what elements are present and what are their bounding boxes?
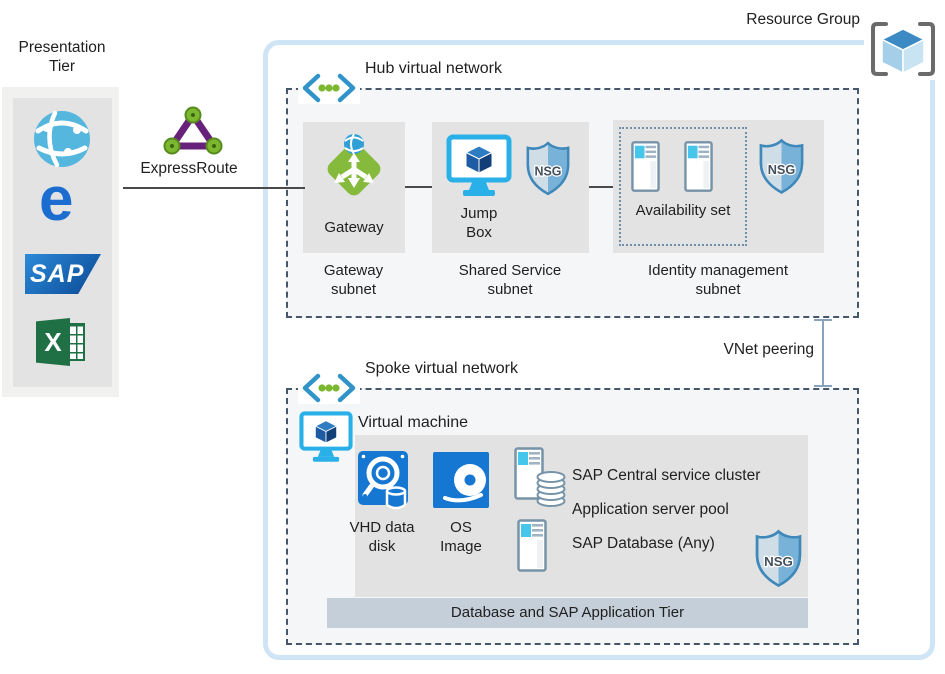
availability-set-box: [619, 127, 747, 246]
virtual-machine-label: Virtual machine: [358, 414, 468, 431]
server-icon-2: [684, 140, 713, 198]
hub-vnet-title: Hub virtual network: [365, 60, 502, 77]
server-icon-3: [517, 519, 547, 577]
vnet-peering-cap-bottom: [814, 385, 832, 387]
nsg-shield-icon-spoke: NSG: [754, 528, 803, 593]
server-database-icon: [514, 447, 566, 514]
excel-front: X: [36, 318, 70, 366]
nsg-label-identity: NSG: [768, 162, 796, 177]
spoke-vnet-title: Spoke virtual network: [365, 360, 518, 377]
tier-bar-label: Database and SAP Application Tier: [450, 604, 685, 621]
presentation-tier-title: Presentation Tier: [18, 39, 106, 75]
gateway-item-label: Gateway: [324, 219, 384, 236]
identity-subnet-label: Identity management subnet: [647, 262, 789, 298]
spoke-vnet-icon: [298, 372, 360, 404]
nsg-shield-icon-identity: NSG: [758, 136, 805, 201]
service-label-appserver: Application server pool: [572, 501, 729, 518]
nsg-shield-icon-shared: NSG: [525, 139, 571, 202]
vnet-peering-cap-top: [814, 319, 832, 321]
nsg-label-spoke: NSG: [764, 554, 793, 569]
resource-group-icon: [864, 18, 942, 80]
connector-shared-identity: [589, 186, 613, 188]
shared-service-subnet-label: Shared Service subnet: [458, 262, 562, 298]
connector-gateway-shared: [405, 186, 432, 188]
resource-group-label: Resource Group: [746, 11, 860, 28]
vnet-peering-line: [822, 320, 824, 386]
os-image-icon: [433, 452, 489, 513]
gateway-subnet-label: Gateway subnet: [323, 262, 384, 298]
expressroute-icon: [161, 104, 225, 163]
gateway-icon: [320, 129, 388, 206]
os-image-label: OS Image: [440, 519, 482, 555]
server-icon-1: [631, 140, 660, 198]
virtual-machine-icon: [299, 409, 353, 472]
service-label-database: SAP Database (Any): [572, 535, 715, 552]
vhd-disk-icon: [357, 450, 409, 517]
availability-set-label: Availability set: [635, 202, 731, 219]
nsg-label-shared: NSG: [535, 165, 562, 179]
excel-icon: X: [36, 316, 88, 368]
jump-box-vm-icon: [446, 134, 512, 205]
connector-presentation-hub: [123, 187, 305, 189]
service-label-central: SAP Central service cluster: [572, 467, 761, 484]
excel-x-text: X: [44, 326, 62, 357]
web-browser-globe-icon: [33, 110, 91, 173]
tier-bar: Database and SAP Application Tier: [327, 598, 808, 628]
edge-browser-icon: e: [39, 165, 74, 234]
sap-logo-text: SAP: [30, 259, 85, 288]
vnet-peering-label: VNet peering: [723, 341, 814, 358]
virtual-machine-box: [355, 435, 808, 597]
hub-vnet-icon: [298, 72, 360, 104]
expressroute-label: ExpressRoute: [140, 160, 238, 177]
vhd-disk-label: VHD data disk: [349, 519, 415, 555]
jump-box-label: Jump Box: [460, 205, 498, 241]
